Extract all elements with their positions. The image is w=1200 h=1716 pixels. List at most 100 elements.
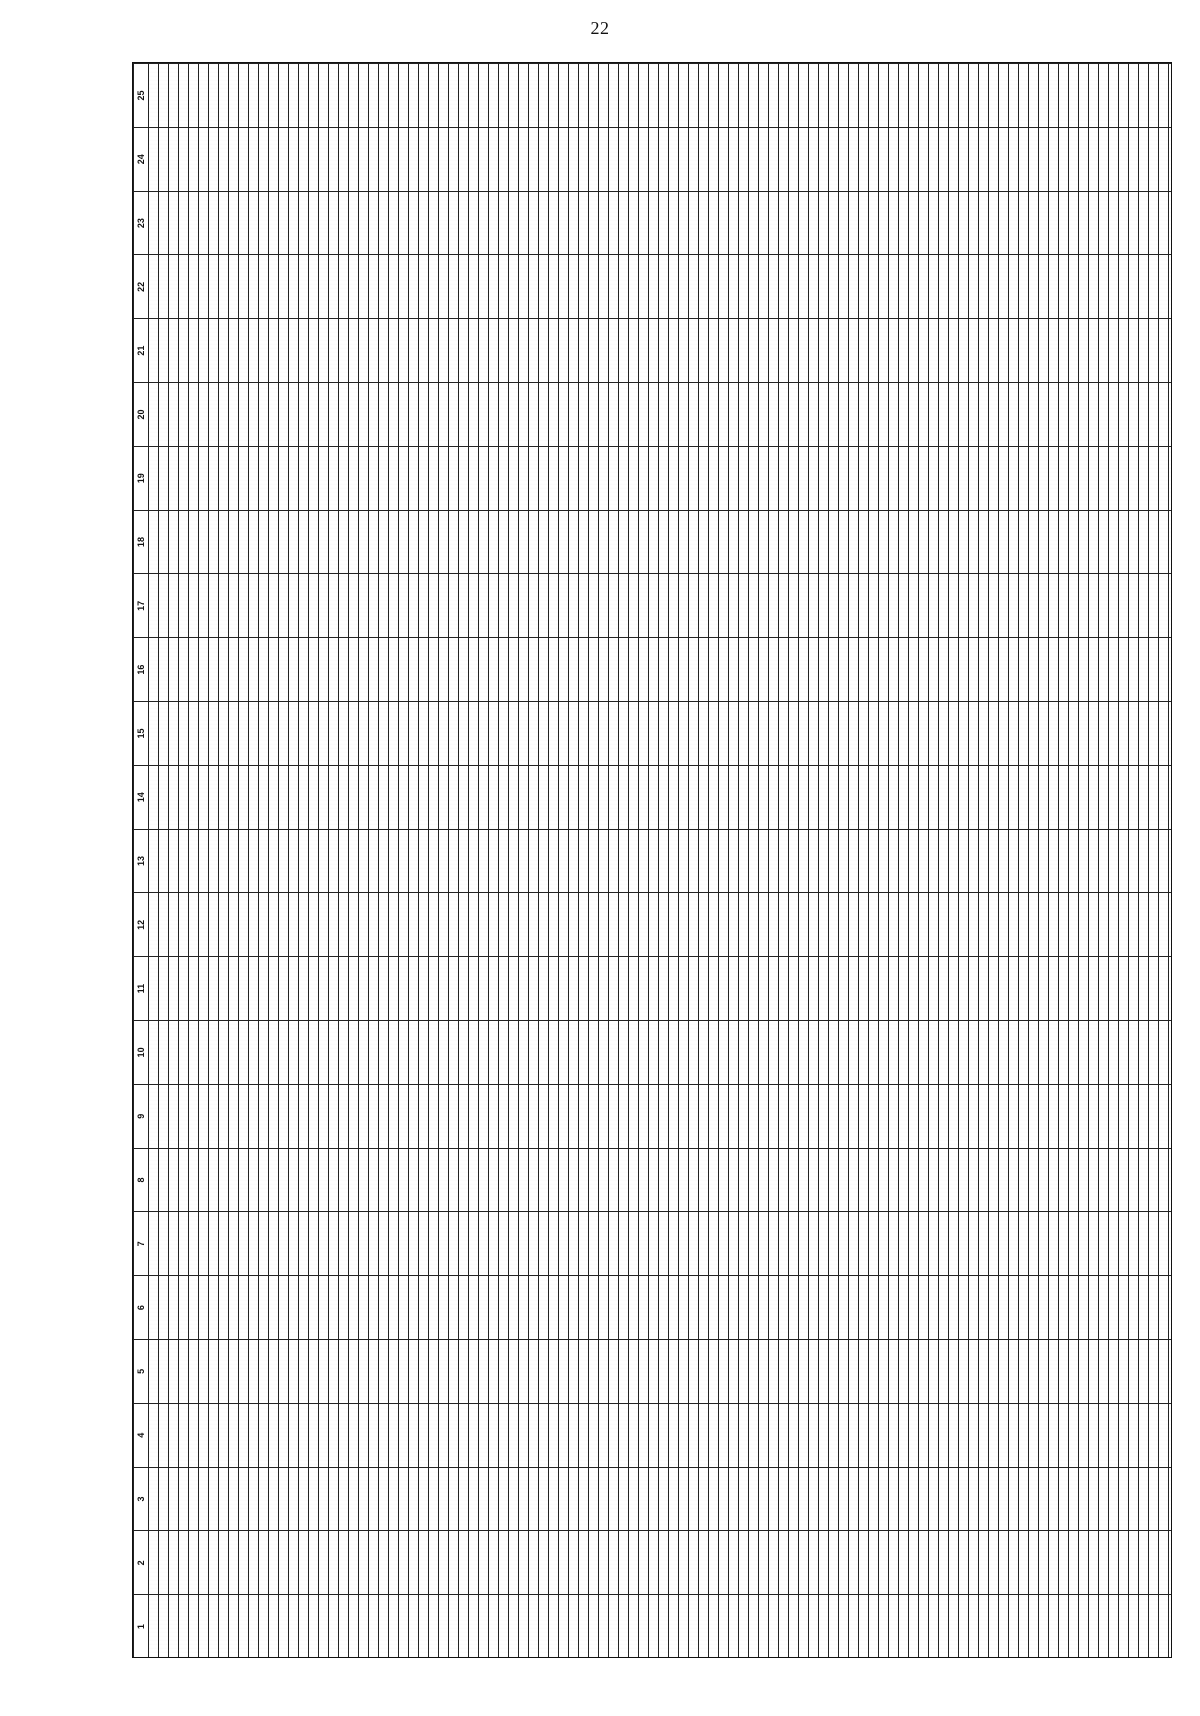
table-cell (818, 1148, 829, 1212)
table-cell (928, 254, 939, 319)
table-cell (868, 1275, 879, 1340)
table-cell (328, 829, 339, 893)
table-cell (308, 127, 319, 192)
table-cell (218, 956, 229, 1021)
table-cell (628, 1339, 639, 1404)
table-row (688, 63, 699, 1657)
table-cell (448, 1148, 459, 1212)
table-cell (178, 127, 189, 192)
table-cell (1038, 1211, 1049, 1276)
table-cell (378, 63, 389, 128)
table-cell (708, 1020, 719, 1085)
table-cell (628, 573, 639, 638)
table-cell (278, 127, 289, 192)
table-cell (878, 1084, 889, 1149)
table-cell (878, 765, 889, 830)
table-cell (738, 637, 749, 702)
table-cell (1028, 254, 1039, 319)
table-cell (238, 382, 249, 447)
table-cell (588, 1148, 599, 1212)
table-cell (778, 1530, 789, 1595)
table-cell (898, 1084, 909, 1149)
table-cell (218, 1403, 229, 1468)
table-cell (588, 127, 599, 192)
table-cell (538, 1211, 549, 1276)
table-cell (208, 1594, 219, 1657)
table-cell (578, 1403, 589, 1468)
table-cell (1008, 318, 1019, 383)
table-cell (608, 892, 619, 957)
table-cell (598, 1339, 609, 1404)
table-cell (498, 956, 509, 1021)
table-cell (668, 1020, 679, 1085)
table-cell (388, 254, 399, 319)
table-cell (168, 1211, 179, 1276)
table-cell (548, 637, 559, 702)
table-cell (508, 1020, 519, 1085)
table-cell (488, 1530, 499, 1595)
table-cell (478, 1275, 489, 1340)
table-cell (148, 254, 159, 319)
table-cell (1138, 1084, 1149, 1149)
table-cell (288, 1084, 299, 1149)
table-cell (1038, 254, 1049, 319)
table-cell (1048, 318, 1059, 383)
table-cell (378, 254, 389, 319)
table-cell (608, 510, 619, 574)
table-cell (218, 127, 229, 192)
table-cell (538, 1467, 549, 1531)
table-cell (628, 1020, 639, 1085)
table-cell (868, 956, 879, 1021)
table-cell (498, 446, 509, 511)
table-cell (1138, 892, 1149, 957)
table-cell (978, 1020, 989, 1085)
table-cell (1038, 765, 1049, 830)
table-cell (1008, 1339, 1019, 1404)
table-cell (418, 892, 429, 957)
table-cell (478, 956, 489, 1021)
table-cell (298, 765, 309, 830)
table-cell (348, 765, 359, 830)
table-cell (1018, 191, 1029, 255)
table-cell (588, 573, 599, 638)
table-cell (278, 446, 289, 511)
table-cell (1058, 765, 1069, 830)
table-cell (158, 1403, 169, 1468)
table-cell (968, 1467, 979, 1531)
table-cell (948, 956, 959, 1021)
table-cell (598, 701, 609, 766)
table-cell (958, 1020, 969, 1085)
table-cell (1168, 637, 1171, 702)
table-cell (1008, 63, 1019, 128)
table-cell (628, 1084, 639, 1149)
table-cell (248, 573, 259, 638)
table-cell (738, 829, 749, 893)
table-cell (1048, 1084, 1059, 1149)
table-cell (1058, 892, 1069, 957)
table-cell (1098, 1467, 1109, 1531)
table-cell (178, 1084, 189, 1149)
table-cell (308, 1530, 319, 1595)
table-cell (208, 191, 219, 255)
table-cell (468, 1530, 479, 1595)
table-cell (308, 1467, 319, 1531)
table-cell (278, 1339, 289, 1404)
table-cell (558, 1403, 569, 1468)
table-cell (1068, 1211, 1079, 1276)
table-cell (448, 318, 459, 383)
table-cell (1068, 892, 1079, 957)
table-cell (448, 1084, 459, 1149)
table-row (648, 63, 659, 1657)
table-cell (978, 1403, 989, 1468)
table-cell (988, 1530, 999, 1595)
table-cell (358, 1403, 369, 1468)
table-cell (288, 765, 299, 830)
table-cell (278, 956, 289, 1021)
table-cell (608, 446, 619, 511)
table-cell (538, 1084, 549, 1149)
table-cell (678, 254, 689, 319)
table-cell (1058, 1339, 1069, 1404)
table-cell (158, 1211, 169, 1276)
table-cell (818, 127, 829, 192)
table-cell (148, 637, 159, 702)
